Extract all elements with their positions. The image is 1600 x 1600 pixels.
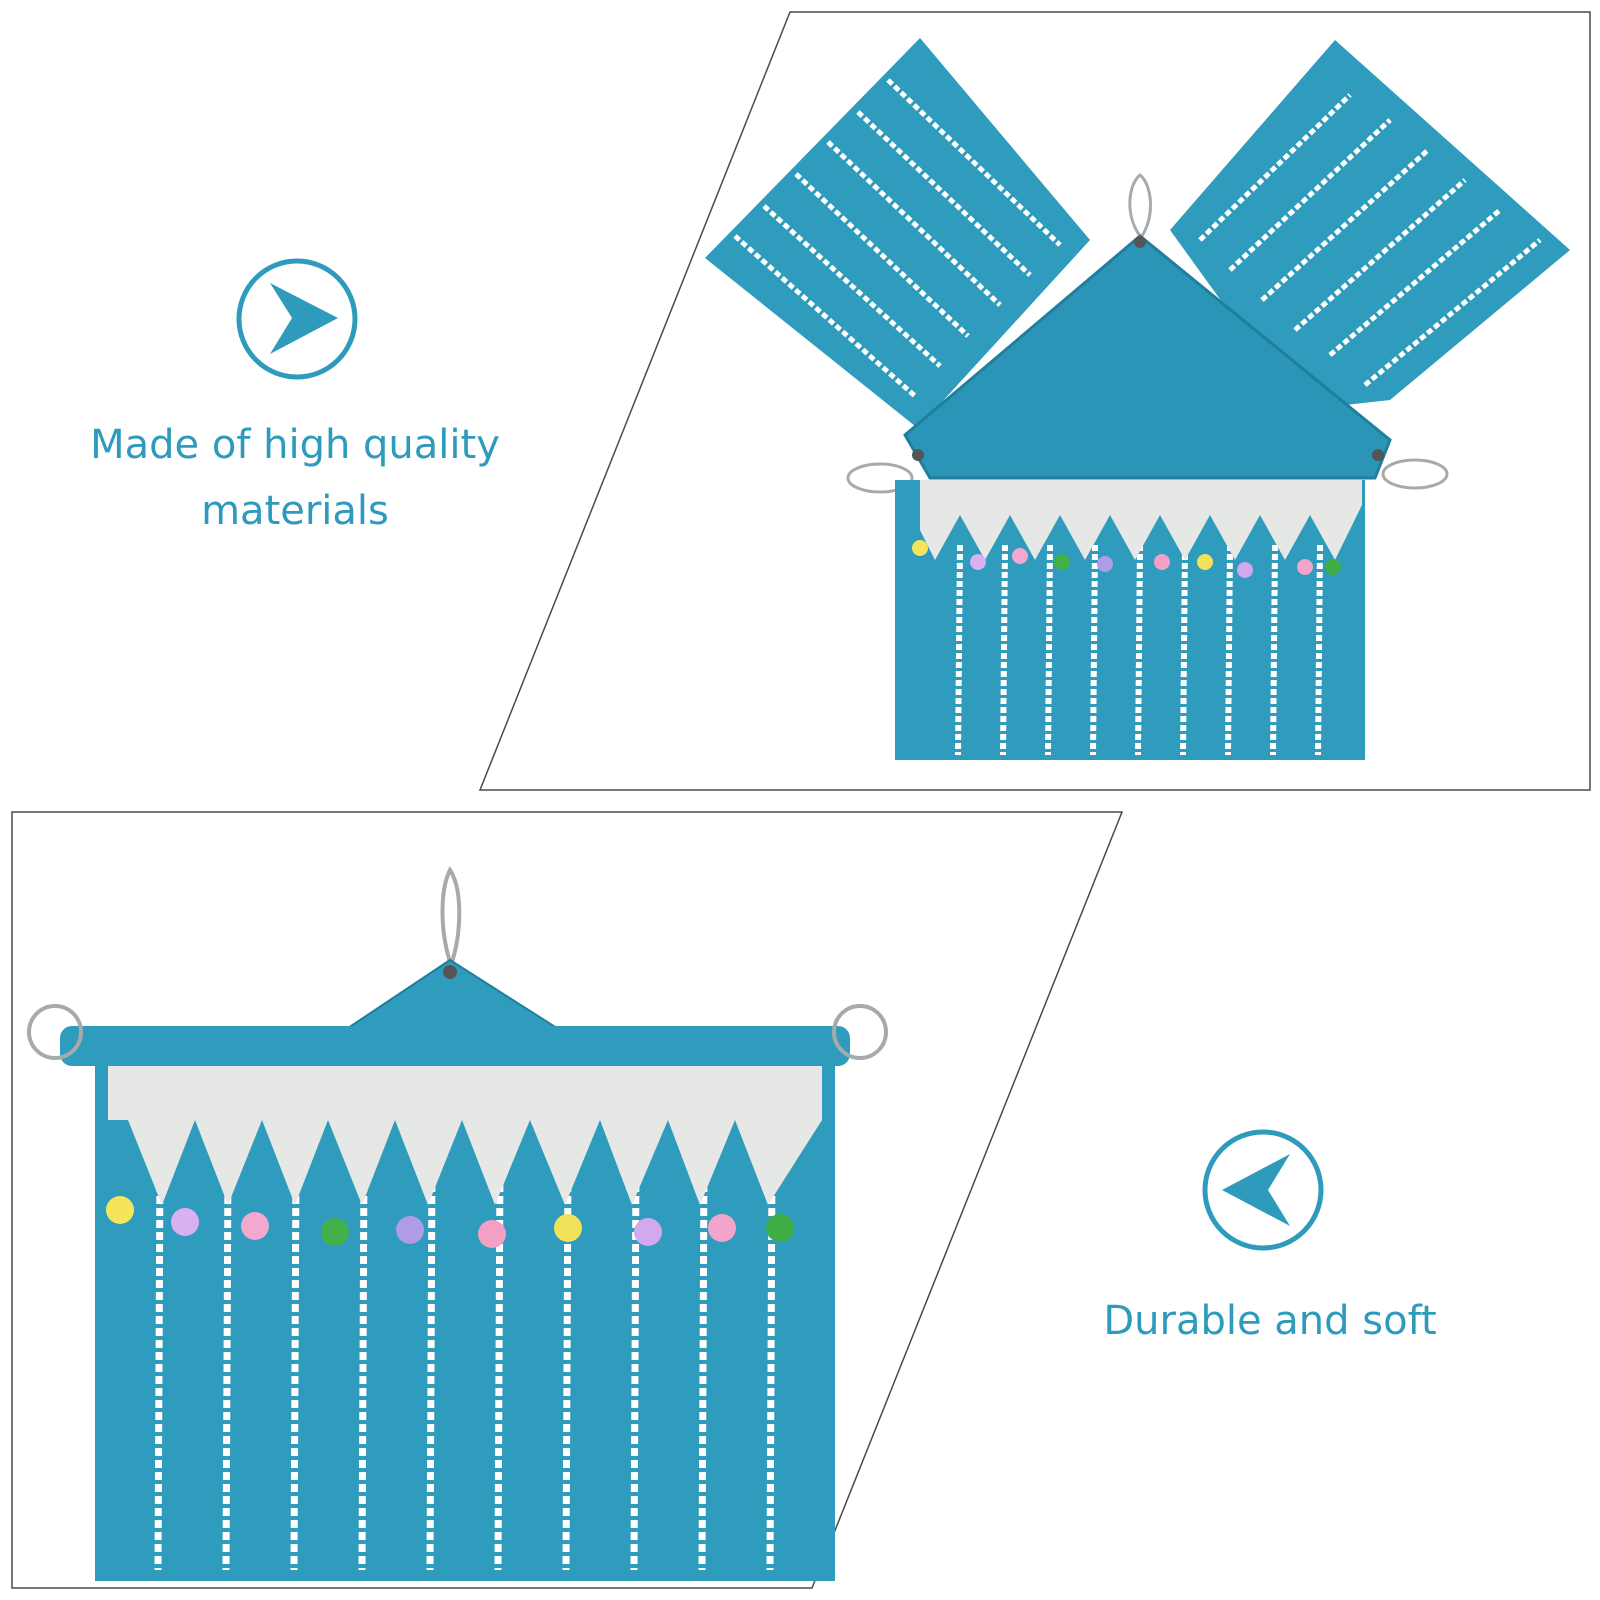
bottom-photo-frame xyxy=(11,811,1124,1589)
bottom-pompoms xyxy=(106,1196,794,1248)
curtain-lining xyxy=(920,480,1362,560)
left-grommet xyxy=(912,449,924,461)
quality-caption: Made of high quality materials xyxy=(90,422,500,534)
top-hook xyxy=(1128,173,1152,237)
right-ring xyxy=(1381,458,1449,490)
durable-caption: Durable and soft xyxy=(1103,1298,1437,1344)
hanging-lining xyxy=(108,1066,822,1205)
hanging-curtain-slits xyxy=(154,1159,776,1571)
arrow-left-circle-icon xyxy=(1202,1129,1324,1251)
bottom-right-ring xyxy=(832,1004,888,1060)
top-pompoms xyxy=(912,540,1341,578)
left-wing-slits xyxy=(733,78,1062,398)
bottom-hook xyxy=(440,866,462,963)
left-wing-fabric xyxy=(705,38,1090,430)
hanging-hammock-photo xyxy=(27,866,888,1581)
roof-grommet xyxy=(443,965,457,979)
arrow-right-circle-icon xyxy=(236,258,358,380)
center-triangle-cover xyxy=(903,234,1392,480)
top-bar xyxy=(60,1026,850,1066)
top-grommet xyxy=(1134,236,1146,248)
right-wing-slits xyxy=(1198,93,1542,387)
right-wing-fabric xyxy=(1170,40,1570,410)
right-grommet xyxy=(1372,449,1384,461)
flat-hammock-photo xyxy=(705,38,1570,760)
left-ring xyxy=(846,462,914,494)
curtain-slits xyxy=(955,544,1323,756)
top-photo-frame xyxy=(478,11,1591,791)
bottom-left-ring xyxy=(27,1004,83,1060)
